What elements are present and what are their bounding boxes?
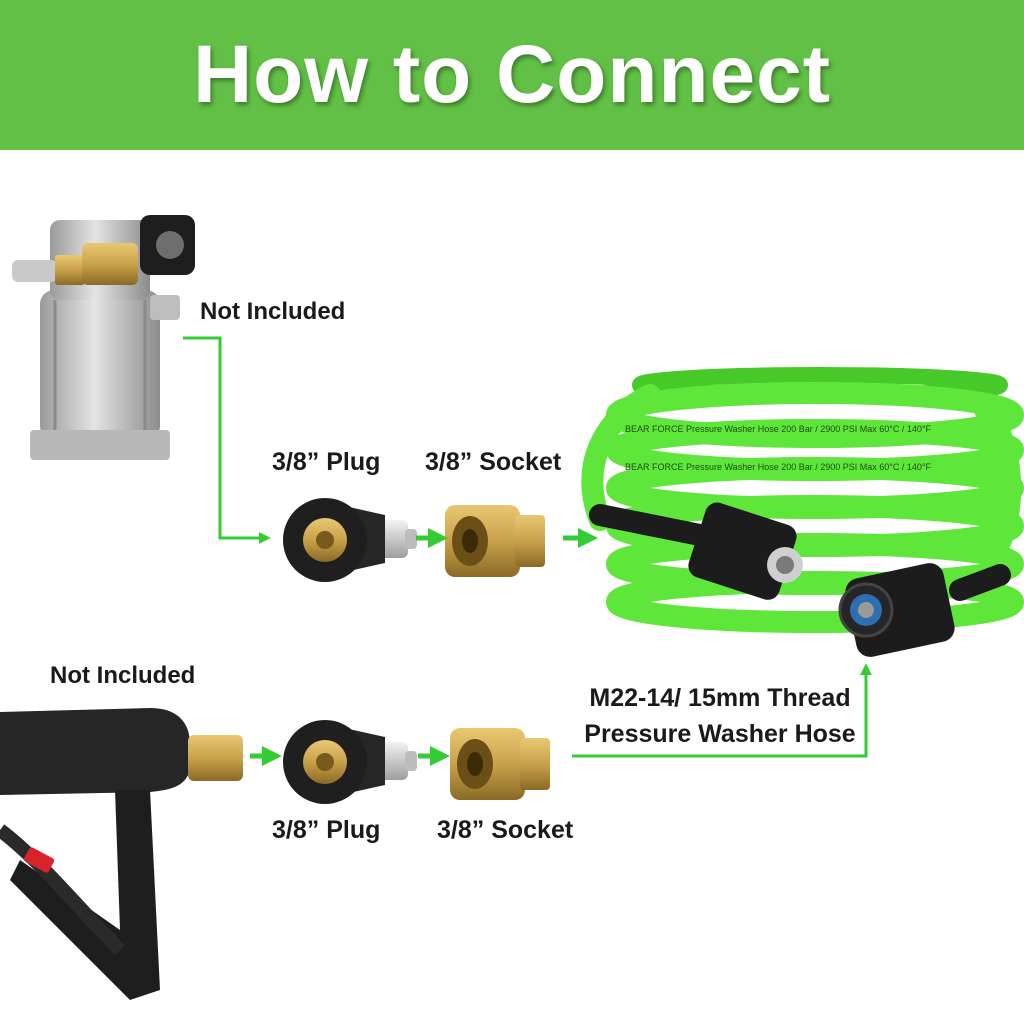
header-banner: How to Connect	[0, 0, 1024, 150]
bottom-not-included-note: Not Included	[50, 662, 196, 689]
hose-label: M22-14/ 15mm Thread Pressure Washer Hose	[570, 680, 870, 752]
plug-fitting-top	[283, 498, 417, 582]
plug-fitting-bottom	[283, 720, 417, 804]
hose-label-line1: M22-14/ 15mm Thread	[589, 684, 851, 712]
pump-image	[12, 215, 195, 460]
spray-gun-image	[0, 708, 243, 1000]
hose-print-1: BEAR FORCE Pressure Washer Hose 200 Bar …	[625, 424, 931, 434]
hose-coil-image	[581, 367, 1024, 657]
top-not-included-note: Not Included	[200, 298, 346, 325]
top-plug-label: 3/8” Plug	[272, 448, 381, 476]
hose-print-2: BEAR FORCE Pressure Washer Hose 200 Bar …	[625, 462, 931, 472]
page-title: How to Connect	[192, 29, 832, 120]
bottom-plug-label: 3/8” Plug	[272, 816, 381, 844]
socket-fitting-bottom	[450, 728, 550, 800]
connector-socket-to-hose-bottom	[572, 663, 872, 758]
connector-pump-to-plug	[183, 336, 271, 544]
top-socket-label: 3/8” Socket	[425, 448, 562, 476]
hose-label-line2: Pressure Washer Hose	[584, 720, 856, 748]
bottom-socket-label: 3/8” Socket	[437, 816, 574, 844]
socket-fitting-top	[445, 505, 545, 577]
